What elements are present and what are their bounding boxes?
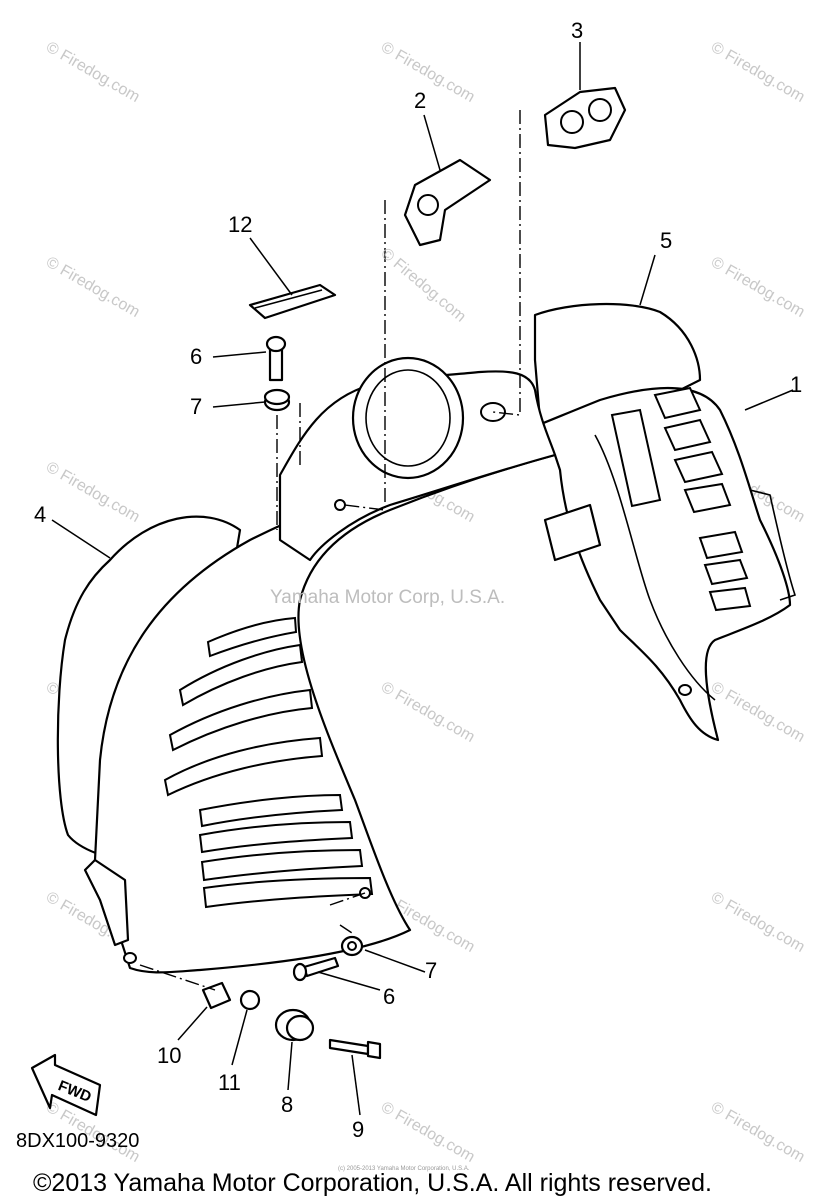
callout-3: 3 <box>571 18 583 43</box>
callout-1: 1 <box>790 372 802 397</box>
watermark: © Firedog.com <box>708 254 808 321</box>
callout-7-lower: 7 <box>425 958 437 983</box>
mount-hole <box>678 684 692 696</box>
part-12-strip <box>248 283 337 320</box>
headlight-ring <box>351 356 465 480</box>
watermark-rotated: © Firedog.com <box>377 245 468 326</box>
panel-right-flange <box>749 489 797 601</box>
diagram-code: 8DX100-9320 <box>16 1130 139 1152</box>
center-watermark: Yamaha Motor Corp, U.S.A. <box>270 587 505 608</box>
headlight-ring-inner <box>365 369 451 467</box>
plate-hole <box>588 98 612 122</box>
part-10-collar <box>201 981 232 1010</box>
part-2-bracket <box>403 158 492 247</box>
part-3-plate <box>543 86 627 150</box>
callout-12: 12 <box>228 212 252 237</box>
tiny-notice: (c) 2005-2013 Yamaha Motor Corporation, … <box>338 1166 470 1172</box>
callout-10: 10 <box>157 1043 181 1068</box>
callout-4: 4 <box>34 502 46 527</box>
plate-hole <box>560 110 584 134</box>
left-grille <box>163 616 374 909</box>
part-9-bolt <box>328 1038 382 1060</box>
right-grille <box>610 386 752 612</box>
part-7-grommet-top <box>263 388 291 412</box>
callout-8: 8 <box>281 1092 293 1117</box>
callout-6-lower: 6 <box>383 984 395 1009</box>
mount-hole <box>480 402 506 422</box>
callout-7: 7 <box>190 394 202 419</box>
callout-5: 5 <box>660 228 672 253</box>
panel-right-edge <box>594 434 716 701</box>
part-6-screw-top <box>265 335 287 382</box>
callout-6: 6 <box>190 344 202 369</box>
bracket-hole <box>417 194 439 216</box>
watermark: © Firedog.com <box>708 1099 808 1166</box>
callout-2: 2 <box>414 88 426 113</box>
part-8-grommet <box>274 1008 315 1042</box>
watermark: © Firedog.com <box>708 889 808 956</box>
leader-lines <box>51 42 794 1116</box>
watermark: © Firedog.com <box>43 39 143 106</box>
mount-hole <box>123 952 137 964</box>
part-7-grommet-bottom <box>340 935 364 957</box>
part-6-screw-bottom <box>292 956 340 982</box>
assembly-lines <box>139 110 521 991</box>
callout-11: 11 <box>218 1070 241 1095</box>
panel-right-tab <box>543 503 602 562</box>
watermark: © Firedog.com <box>708 39 808 106</box>
watermark: © Firedog.com <box>378 1099 478 1166</box>
callout-9: 9 <box>352 1117 364 1142</box>
callout-labels: 1 2 3 4 5 6 7 12 6 7 10 11 8 9 <box>34 18 802 1142</box>
copyright: ©2013 Yamaha Motor Corporation, U.S.A. A… <box>33 1169 712 1197</box>
watermark: © Firedog.com <box>43 459 143 526</box>
watermark: © Firedog.com <box>43 254 143 321</box>
part-11-washer <box>239 989 261 1011</box>
watermark: © Firedog.com <box>708 679 808 746</box>
watermark: © Firedog.com <box>378 39 478 106</box>
mount-hole <box>334 499 346 511</box>
watermark: © Firedog.com <box>378 679 478 746</box>
panel-left-tab <box>83 858 130 947</box>
